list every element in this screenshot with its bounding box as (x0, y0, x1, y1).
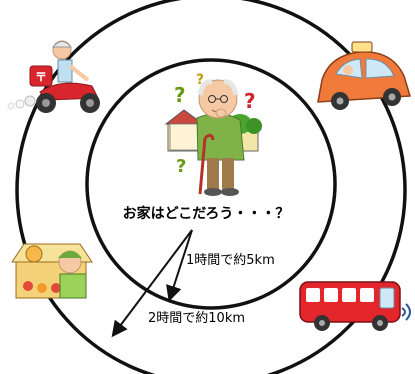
lost-elderly-man-icon (164, 79, 262, 196)
outer-range-label: 2時間で約10km (148, 311, 245, 326)
center-question-label: お家はどこだろう・・・？ (123, 205, 290, 222)
postal-mark: 〒 (35, 70, 47, 84)
postman-scooter-icon: 〒 (7, 40, 100, 113)
outer-range-arrow (111, 229, 193, 338)
market-stall-icon (11, 243, 93, 299)
inner-range-ring (85, 58, 337, 310)
inner-range-label: 1時間で約5km (186, 253, 275, 268)
question-mark-icon: ? (196, 72, 204, 88)
bus-icon (299, 281, 411, 331)
question-mark-icon: ? (174, 83, 186, 107)
outer-range-ring (15, 0, 407, 374)
taxi-icon (317, 41, 411, 110)
question-mark-icon: ? (176, 156, 186, 177)
inner-range-arrow (166, 229, 193, 302)
question-mark-icon: ? (244, 89, 256, 113)
